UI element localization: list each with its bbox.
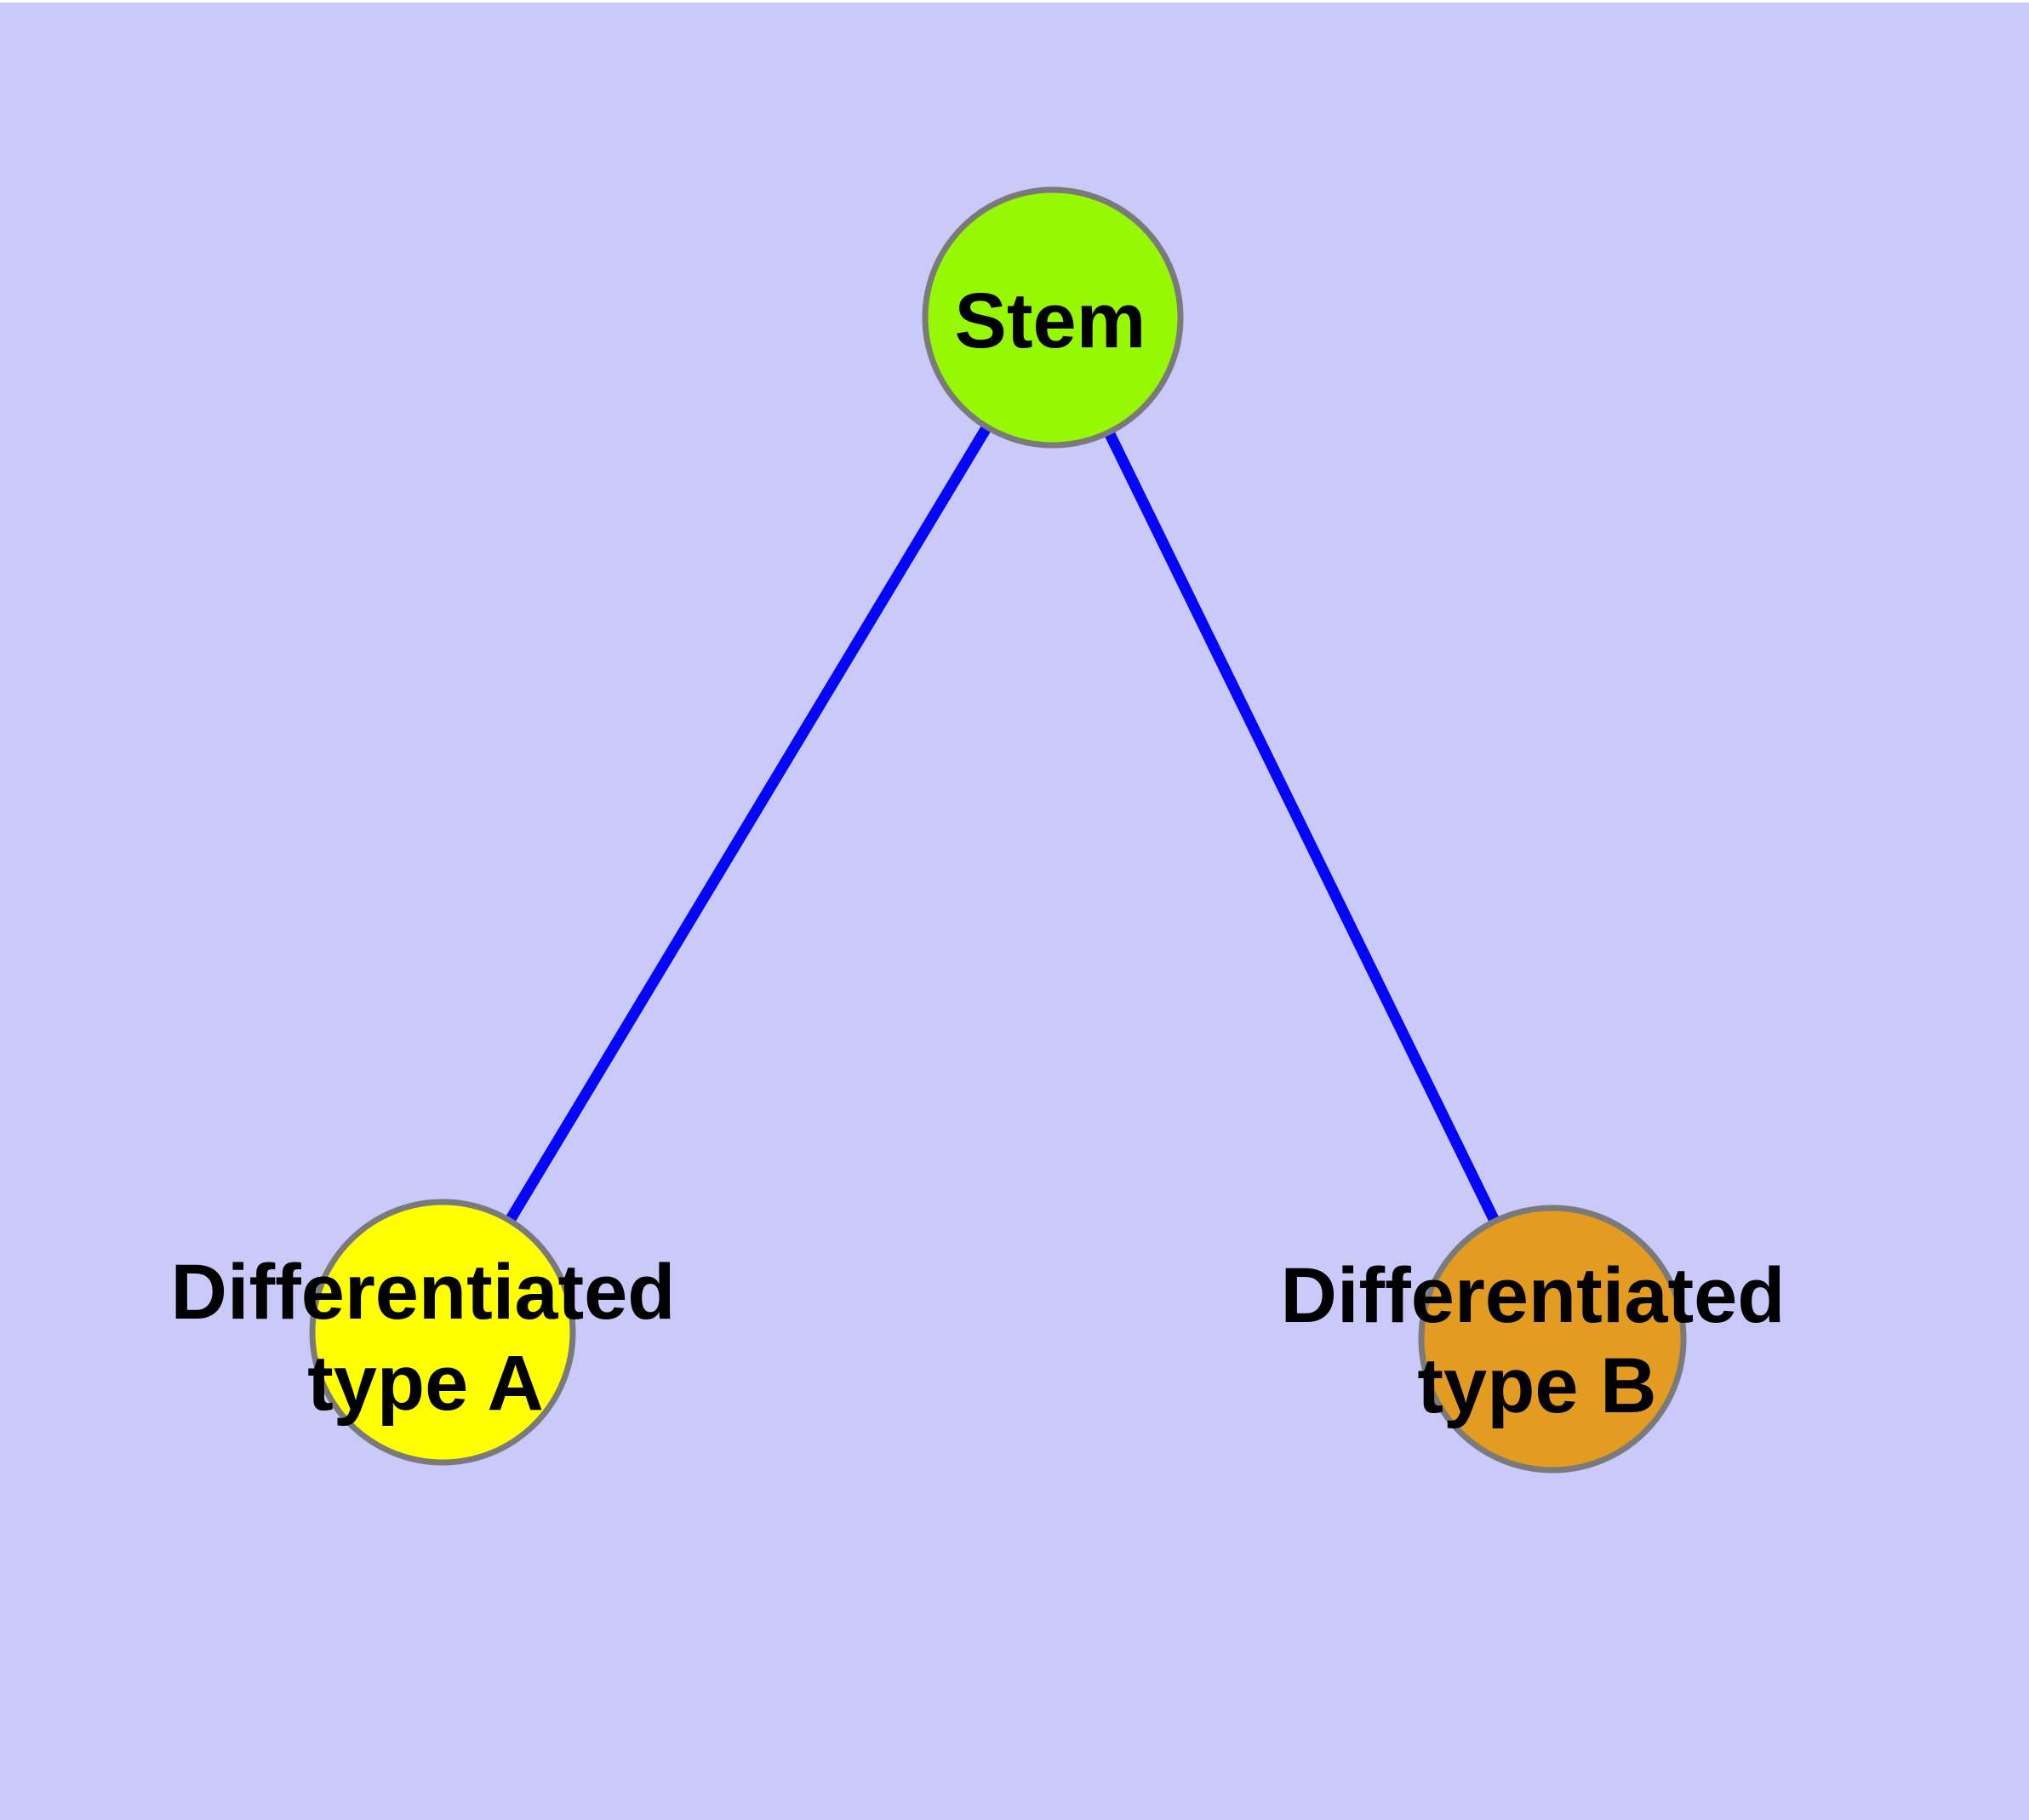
node-type-b-label-line1: Differentiated [1281, 1252, 1786, 1339]
node-type-b-label-line2: type B [1417, 1342, 1656, 1429]
edge-stem-to-type-a [437, 314, 1058, 1336]
node-type-a-label-line2: type A [307, 1340, 544, 1427]
node-differentiated-type-a [309, 1199, 576, 1466]
edge-stem-to-type-b [1048, 315, 1557, 1342]
node-differentiated-type-b [1418, 1205, 1687, 1474]
node-stem [922, 186, 1184, 449]
top-edge-strip [0, 0, 2029, 3]
node-stem-label: Stem [955, 278, 1146, 364]
node-type-a-label-line1: Differentiated [171, 1249, 676, 1336]
